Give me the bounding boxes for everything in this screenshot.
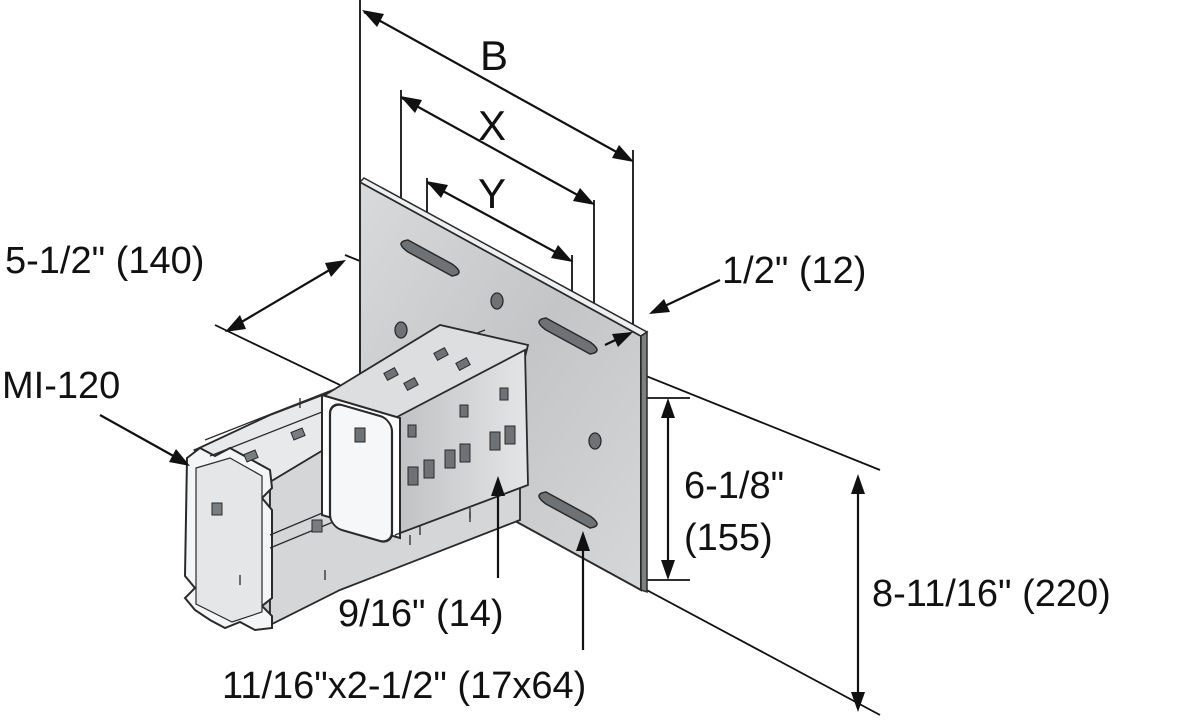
label-height-outer: 8-11/16" (220) (872, 573, 1111, 615)
dimension-labels: B X Y 5-1/2" (140) MI-120 1/2" (12) 6-1/… (2, 32, 1111, 707)
label-hole: 9/16" (14) (338, 593, 504, 635)
label-height-inner-imperial: 6-1/8" (684, 465, 784, 507)
label-thickness: 1/2" (12) (722, 250, 866, 292)
label-height-inner-metric: (155) (684, 517, 773, 559)
plate-slot-top-right (538, 317, 598, 355)
plate-slot-bottom-right (538, 491, 598, 529)
label-y: Y (478, 170, 506, 217)
plate-hole-right (588, 432, 602, 450)
label-b: B (480, 32, 508, 79)
label-depth: 5-1/2" (140) (5, 240, 204, 282)
label-profile: MI-120 (2, 365, 120, 407)
plate-hole-top (490, 292, 504, 310)
label-x: X (478, 102, 506, 149)
label-slot: 11/16"x2-1/2" (17x64) (222, 665, 586, 707)
dimension-lines (99, 10, 865, 712)
plate-slot-top-left (400, 239, 460, 277)
plate-hole-left (394, 321, 408, 339)
